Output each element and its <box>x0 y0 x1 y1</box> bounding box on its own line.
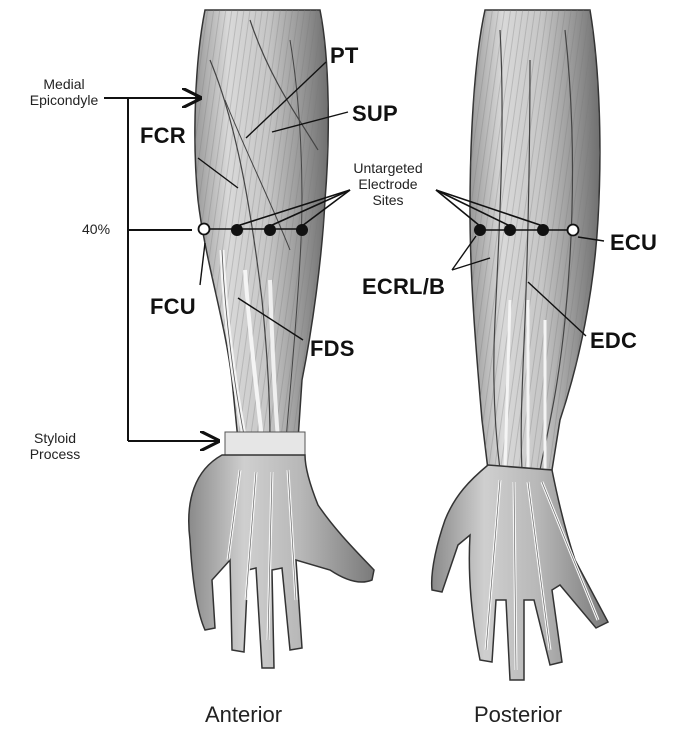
posterior-hand-outline <box>432 465 608 680</box>
muscle-label-fds: FDS <box>310 336 355 362</box>
muscle-label-fcr: FCR <box>140 123 186 149</box>
muscle-label-fcu: FCU <box>150 294 196 320</box>
muscle-label-ecu: ECU <box>610 230 657 256</box>
electrode-posterior-4-open <box>568 225 579 236</box>
muscle-label-sup: SUP <box>352 101 398 127</box>
forty-percent-label: 40% <box>82 221 110 237</box>
anterior-hand-outline <box>189 455 374 668</box>
muscle-label-ecrl-b: ECRL/B <box>362 274 445 300</box>
posterior-forearm-illustration <box>432 10 608 680</box>
styloid-process-label: Styloid Process <box>20 430 90 462</box>
posterior-view-label: Posterior <box>474 702 562 728</box>
electrode-anterior-1-open <box>199 224 210 235</box>
anterior-view-label: Anterior <box>205 702 282 728</box>
muscle-label-pt: PT <box>330 43 359 69</box>
medial-epicondyle-label: Medial Epicondyle <box>18 76 110 108</box>
fcu-leader <box>200 243 205 285</box>
untargeted-electrode-sites-label: Untargeted Electrode Sites <box>342 160 434 208</box>
muscle-label-edc: EDC <box>590 328 637 354</box>
